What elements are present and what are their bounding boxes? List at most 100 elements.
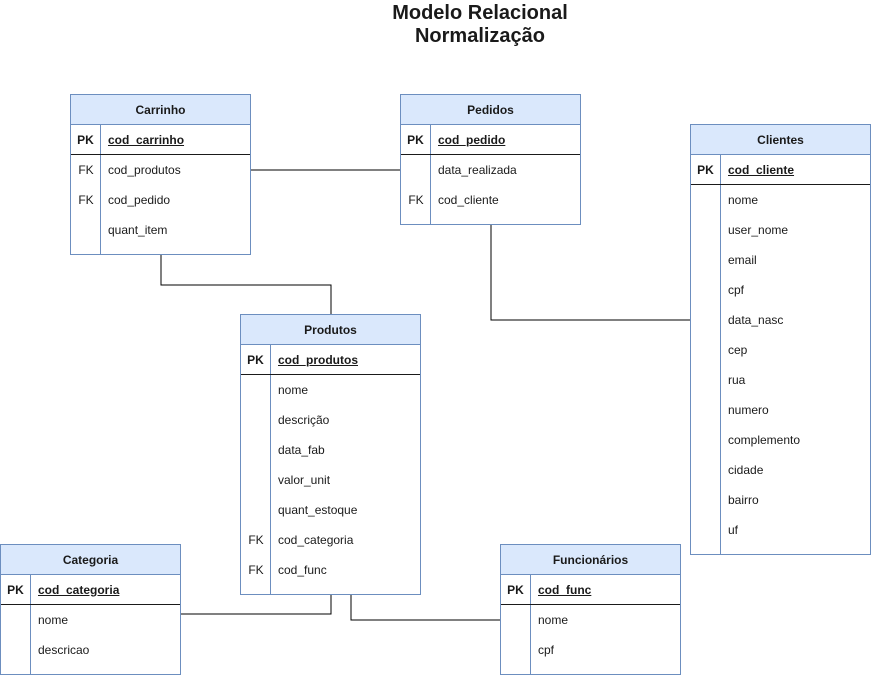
field-name: cod_produtos — [108, 163, 181, 177]
field-name: quant_item — [108, 223, 168, 237]
pk-label: PK — [71, 125, 101, 154]
entity-categoria[interactable]: Categoria PK cod_categoria nome descrica… — [0, 544, 181, 675]
field-row[interactable]: FK cod_produtos — [71, 155, 250, 185]
field-row[interactable]: nome — [501, 605, 680, 635]
field-row[interactable]: cpf — [691, 275, 870, 305]
entity-header[interactable]: Pedidos — [401, 95, 580, 125]
field-name: email — [728, 253, 757, 267]
field-row[interactable]: complemento — [691, 425, 870, 455]
primary-key-row[interactable]: PK cod_cliente — [691, 155, 870, 185]
field-row[interactable]: descrição — [241, 405, 420, 435]
field-name: data_fab — [278, 443, 325, 457]
entity-header[interactable]: Produtos — [241, 315, 420, 345]
field-list: nome user_nome email cpf data_nasc cep r… — [691, 185, 870, 554]
field-name: numero — [728, 403, 769, 417]
key-column — [71, 155, 101, 254]
key-column — [241, 375, 271, 594]
key-label: FK — [78, 193, 94, 207]
title-line-1: Modelo Relacional — [392, 2, 568, 24]
field-row[interactable]: quant_estoque — [241, 495, 420, 525]
field-row[interactable]: bairro — [691, 485, 870, 515]
field-row[interactable]: quant_item — [71, 215, 250, 245]
field-row[interactable]: uf — [691, 515, 870, 545]
key-label: FK — [248, 533, 264, 547]
field-name: uf — [728, 523, 739, 537]
pk-field: cod_pedido — [438, 133, 506, 147]
field-name: data_realizada — [438, 163, 517, 177]
field-row[interactable]: cpf — [501, 635, 680, 665]
field-name: bairro — [728, 493, 759, 507]
primary-key-row[interactable]: PK cod_func — [501, 575, 680, 605]
entity-carrinho[interactable]: Carrinho PK cod_carrinho FK cod_produtos… — [70, 94, 251, 255]
primary-key-row[interactable]: PK cod_produtos — [241, 345, 420, 375]
field-name: cep — [728, 343, 748, 357]
pk-field: cod_categoria — [38, 583, 120, 597]
key-label: FK — [248, 563, 264, 577]
entity-header[interactable]: Clientes — [691, 125, 870, 155]
key-column — [1, 605, 31, 674]
field-row[interactable]: cidade — [691, 455, 870, 485]
entity-clientes[interactable]: Clientes PK cod_cliente nome user_nome e… — [690, 124, 871, 555]
entity-header[interactable]: Funcionários — [501, 545, 680, 575]
key-column — [691, 185, 721, 554]
primary-key-row[interactable]: PK cod_categoria — [1, 575, 180, 605]
field-row[interactable]: FK cod_func — [241, 555, 420, 585]
field-name: descricao — [38, 643, 90, 657]
field-name: descrição — [278, 413, 330, 427]
entity-pedidos[interactable]: Pedidos PK cod_pedido data_realizada FK … — [400, 94, 581, 225]
field-name: nome — [38, 613, 69, 627]
diagram-title: Modelo Relacional Normalização — [0, 2, 871, 48]
field-name: valor_unit — [278, 473, 331, 487]
line-produtos-funcionarios[interactable] — [350, 595, 500, 621]
primary-key-row[interactable]: PK cod_pedido — [401, 125, 580, 155]
field-row[interactable]: nome — [1, 605, 180, 635]
field-row[interactable]: FK cod_cliente — [401, 185, 580, 215]
field-list: FK cod_produtos FK cod_pedido quant_item — [71, 155, 250, 254]
primary-key-row[interactable]: PK cod_carrinho — [71, 125, 250, 155]
line-carrinho-produtos[interactable] — [160, 255, 332, 315]
field-row[interactable]: user_nome — [691, 215, 870, 245]
field-list: nome descricao — [1, 605, 180, 674]
field-row[interactable]: data_realizada — [401, 155, 580, 185]
field-row[interactable]: email — [691, 245, 870, 275]
field-row[interactable]: FK cod_pedido — [71, 185, 250, 215]
field-row[interactable]: data_fab — [241, 435, 420, 465]
field-name: cod_func — [278, 563, 327, 577]
field-row[interactable]: valor_unit — [241, 465, 420, 495]
entity-produtos[interactable]: Produtos PK cod_produtos nome descrição … — [240, 314, 421, 595]
pk-label: PK — [401, 125, 431, 154]
field-name: quant_estoque — [278, 503, 358, 517]
title-line-2: Normalização — [414, 25, 546, 47]
field-row[interactable]: data_nasc — [691, 305, 870, 335]
key-column — [401, 155, 431, 224]
entity-header[interactable]: Carrinho — [71, 95, 250, 125]
pk-label: PK — [241, 345, 271, 374]
entity-funcionarios[interactable]: Funcionários PK cod_func nome cpf — [500, 544, 681, 675]
field-row[interactable]: nome — [691, 185, 870, 215]
field-name: cod_cliente — [438, 193, 499, 207]
field-name: user_nome — [728, 223, 789, 237]
line-pedidos-clientes[interactable] — [490, 225, 690, 321]
field-row[interactable]: nome — [241, 375, 420, 405]
field-name: data_nasc — [728, 313, 784, 327]
pk-field: cod_produtos — [278, 353, 358, 367]
field-row[interactable]: descricao — [1, 635, 180, 665]
field-row[interactable]: rua — [691, 365, 870, 395]
pk-field: cod_carrinho — [108, 133, 185, 147]
line-produtos-categoria[interactable] — [181, 595, 332, 615]
field-name: cpf — [538, 643, 555, 657]
field-name: nome — [728, 193, 759, 207]
key-label: FK — [78, 163, 94, 177]
pk-label: PK — [501, 575, 531, 604]
field-row[interactable]: cep — [691, 335, 870, 365]
field-name: cod_pedido — [108, 193, 171, 207]
field-name: cpf — [728, 283, 745, 297]
field-name: nome — [538, 613, 569, 627]
key-label: FK — [408, 193, 424, 207]
field-name: cidade — [728, 463, 764, 477]
field-list: nome descrição data_fab valor_unit quant… — [241, 375, 420, 594]
entity-header[interactable]: Categoria — [1, 545, 180, 575]
field-row[interactable]: numero — [691, 395, 870, 425]
